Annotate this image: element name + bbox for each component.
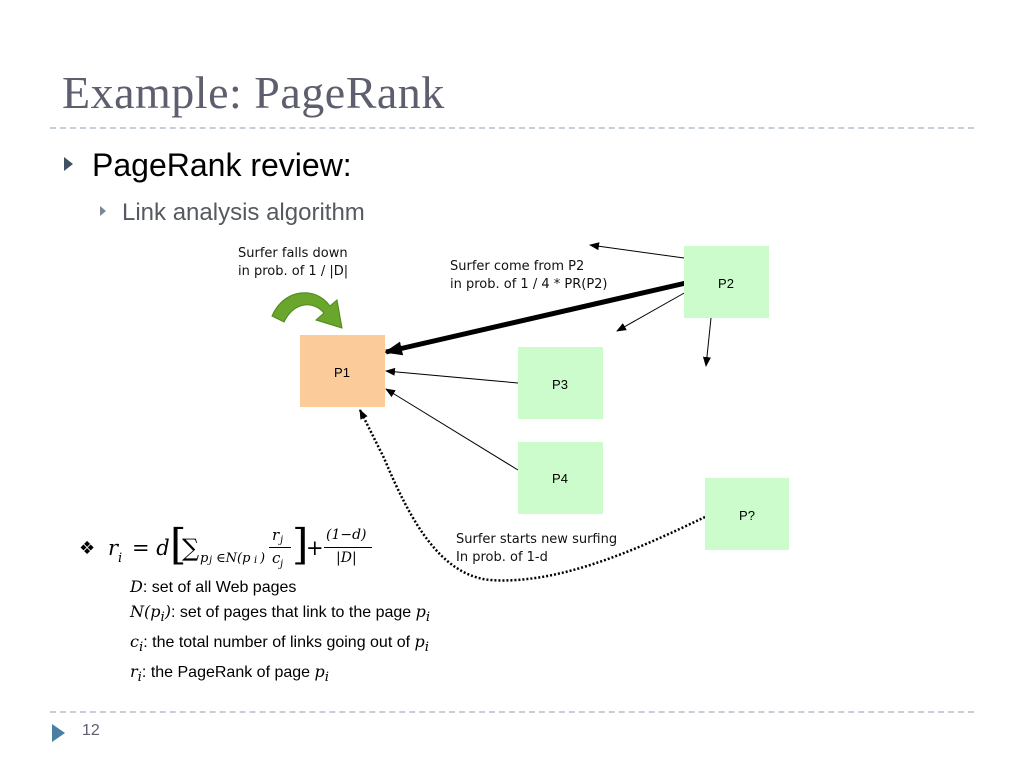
formula-eq: = d: [132, 536, 170, 560]
formula-lhs-sub: i: [118, 551, 123, 566]
node-label: P2: [718, 276, 734, 291]
node-p2: P2: [684, 246, 769, 318]
formula-sum: ∑: [182, 534, 200, 562]
formula-lhs: r: [108, 536, 119, 560]
edge-p3-to-p1: [385, 367, 519, 384]
formula-sum-sub-p: p: [200, 551, 209, 566]
node-p1: P1: [300, 335, 385, 407]
frac2-den: |D|: [336, 550, 357, 566]
annotation-come-from-line1: Surfer come from P2: [450, 259, 584, 274]
node-label: P1: [334, 365, 350, 380]
edge-p2-out-top: [589, 242, 685, 259]
right-bracket: ]: [292, 520, 309, 569]
frac1-den-sub: j: [280, 559, 284, 570]
node-p3: P3: [518, 347, 603, 419]
frac2-line: [324, 547, 372, 548]
edge-p4-to-p1: [385, 388, 519, 471]
frac2-num: (1−d): [326, 527, 367, 543]
annotation-new-surf-line2: In prob. of 1-d: [456, 550, 548, 565]
annotation-new-surf-line1: Surfer starts new surfing: [456, 532, 617, 547]
node-label: P4: [552, 471, 568, 486]
formula-definitions: D: set of all Web pages N(pi): set of pa…: [130, 575, 430, 691]
sub-bullet-arrow-icon: [100, 206, 106, 216]
node-label: P3: [552, 377, 568, 392]
formula-sum-sub-close: ): [260, 551, 266, 566]
definition-n: N(pi): set of pages that link to the pag…: [130, 602, 431, 626]
bullet-link-analysis: Link analysis algorithm: [122, 199, 365, 226]
edge-p2-out-mid: [616, 291, 687, 332]
node-p4: P4: [518, 442, 603, 514]
edge-p2-to-p1: [384, 280, 687, 356]
page-number: 12: [82, 722, 100, 739]
formula-sum-sub-j: j: [209, 555, 213, 566]
footer-triangle-icon: [52, 724, 65, 742]
frac1-den: c: [272, 549, 281, 567]
left-bracket: [: [170, 520, 187, 569]
footer-divider: [50, 711, 974, 713]
falls-down-arrow-icon: [271, 292, 343, 329]
formula-sum-sub-i: i: [254, 555, 258, 566]
edge-p2-out-down: [702, 317, 712, 367]
frac1-num: r: [272, 526, 280, 544]
bullet-pagerank-review: PageRank review:: [92, 147, 352, 183]
definition-r: ri: the PageRank of page pi: [130, 662, 330, 686]
definition-c: ci: the total number of links going out …: [130, 632, 430, 656]
frac1-line: [269, 547, 291, 548]
annotation-falls-down-line1: Surfer falls down: [238, 246, 348, 261]
title-divider: [50, 127, 974, 129]
bullet-arrow-icon: [64, 157, 73, 171]
diamond-bullet-icon: ❖: [79, 538, 96, 558]
slide-title: Example: PageRank: [62, 67, 445, 118]
frac1-num-sub: j: [280, 535, 284, 546]
annotation-falls-down-line2: in prob. of 1 / |D|: [238, 264, 348, 279]
formula-sum-sub-rest: ∈N(p: [216, 551, 251, 566]
formula-plus: +: [306, 536, 324, 560]
annotation-come-from-line2: in prob. of 1 / 4 * PR(P2): [450, 277, 608, 292]
node-label: P?: [739, 508, 755, 523]
node-p-unknown: P?: [705, 478, 789, 550]
definition-d: D: set of all Web pages: [130, 577, 297, 596]
edge-random-jump: [358, 409, 706, 582]
